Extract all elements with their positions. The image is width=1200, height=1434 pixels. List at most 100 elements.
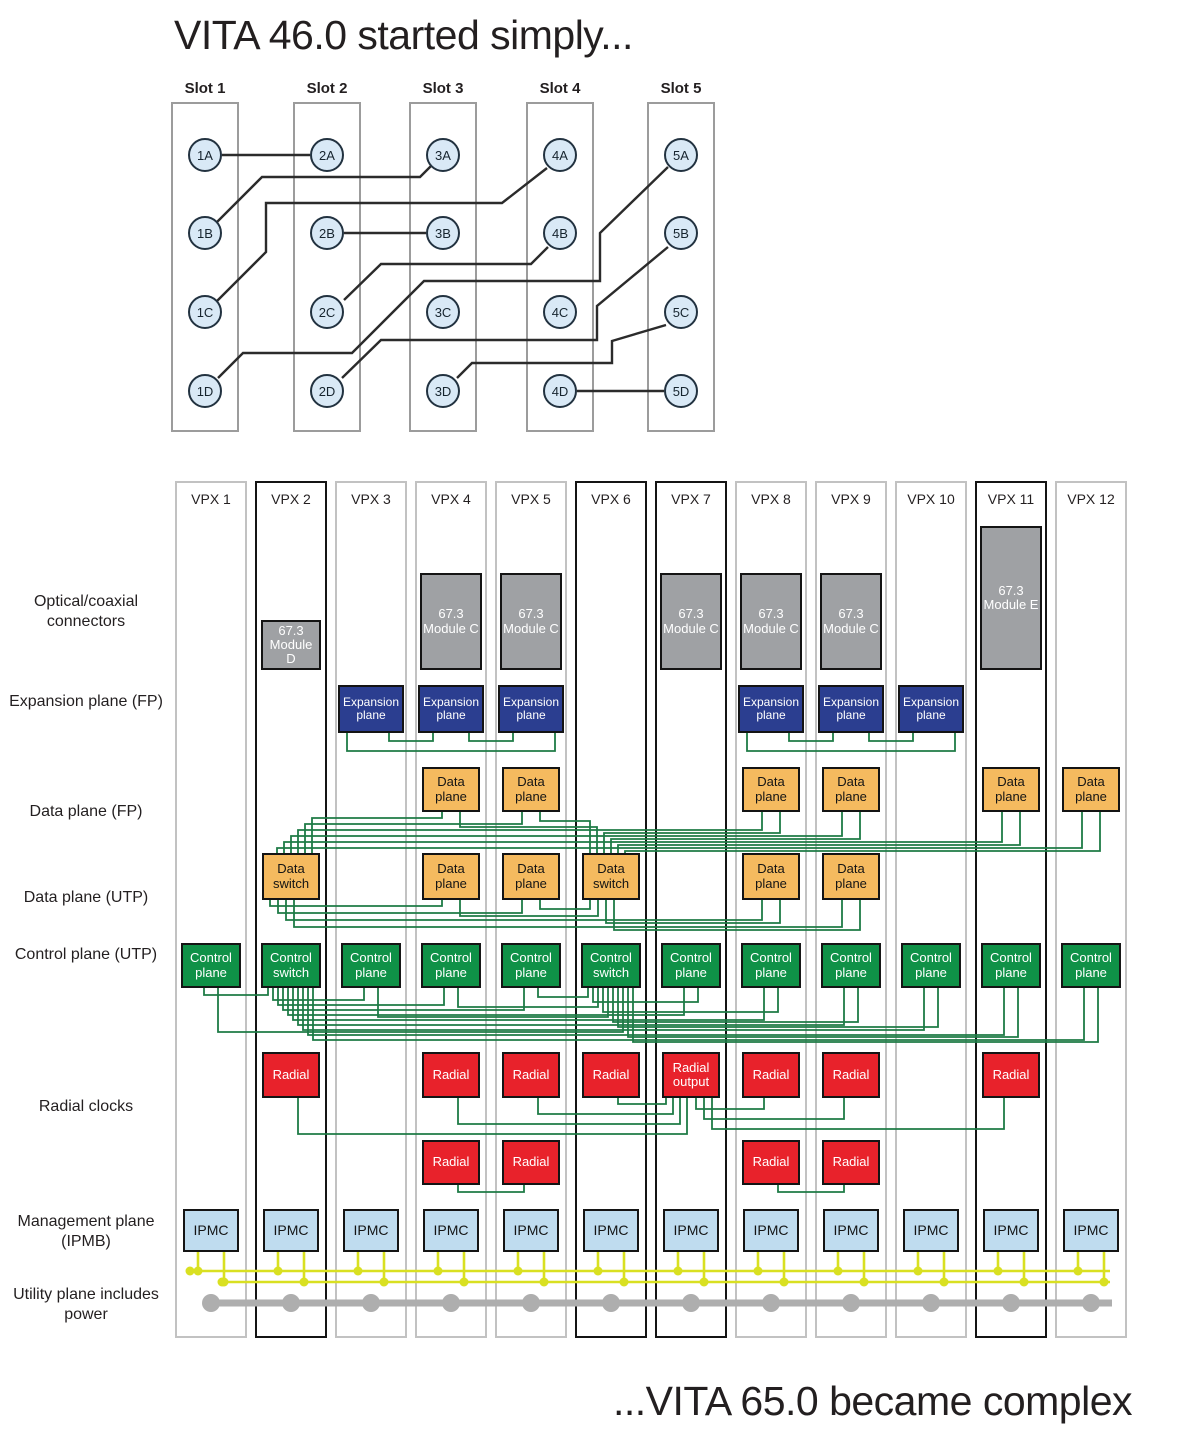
diagram-box-module: 67.3 Module C: [820, 573, 882, 670]
row-label: Data plane (UTP): [23, 889, 149, 906]
connector-node: 3D: [426, 374, 460, 408]
diagram-box-radial: Radial: [502, 1052, 560, 1098]
diagram-box-control: Control plane: [501, 943, 561, 988]
diagram-box-data: Data plane: [822, 767, 880, 812]
connector-node: 2A: [310, 138, 344, 172]
connector-node: 1C: [188, 295, 222, 329]
diagram-box-ipmc: IPMC: [583, 1209, 639, 1252]
control-link: [377, 988, 609, 1018]
diagram-box-module: 67.3 Module C: [500, 573, 562, 670]
diagram-box-ipmc: IPMC: [423, 1209, 479, 1252]
diagram-box-expansion: Expansion plane: [418, 685, 484, 733]
vpx-column-label: VPX 8: [751, 491, 791, 507]
slot-label: Slot 1: [184, 80, 226, 97]
diagram-box-radial: Radial: [822, 1052, 880, 1098]
diagram-box-radial: Radial: [262, 1052, 320, 1098]
row-label: Radial clocks: [38, 1098, 134, 1115]
diagram-box-data: Data plane: [742, 767, 800, 812]
connector-node: 5D: [664, 374, 698, 408]
row-label: Management plane (IPMB): [17, 1213, 155, 1250]
diagram-box-control: Control plane: [981, 943, 1041, 988]
diagram-box-ipmc: IPMC: [743, 1209, 799, 1252]
connector-node: 3A: [426, 138, 460, 172]
diagram-box-module: 67.3 Module C: [740, 573, 802, 670]
diagram-box-radial: Radial: [982, 1052, 1040, 1098]
diagram-box-ipmc: IPMC: [343, 1209, 399, 1252]
connector-node: 2D: [310, 374, 344, 408]
diagram-box-module: 67.3 Module E: [980, 526, 1042, 670]
connector-node: 3B: [426, 216, 460, 250]
row-label: Expansion plane (FP): [9, 693, 163, 710]
diagram-box-radial: Radial: [422, 1140, 480, 1185]
connector-node: 1A: [188, 138, 222, 172]
slot-label: Slot 3: [422, 80, 464, 97]
connector-node: 4D: [543, 374, 577, 408]
connector-node: 2B: [310, 216, 344, 250]
diagram-box-expansion: Expansion plane: [818, 685, 884, 733]
diagram-box-data: Data plane: [822, 853, 880, 900]
vpx-column-label: VPX 12: [1067, 491, 1115, 507]
diagram-box-data: Data plane: [982, 767, 1040, 812]
diagram-box-expansion: Expansion plane: [898, 685, 964, 733]
diagram-box-control: Control plane: [421, 943, 481, 988]
diagram-box-data: Data plane: [1062, 767, 1120, 812]
vpx-column-label: VPX 5: [511, 491, 551, 507]
vpx-column-label: VPX 9: [831, 491, 871, 507]
row-label: Data plane (FP): [29, 803, 143, 820]
slot-label: Slot 5: [660, 80, 702, 97]
slot-label: Slot 2: [306, 80, 348, 97]
connector-node: 4A: [543, 138, 577, 172]
diagram-box-control: Control plane: [1061, 943, 1121, 988]
bottom-title: ...VITA 65.0 became complex: [613, 1378, 1133, 1424]
vpx-column-label: VPX 3: [351, 491, 391, 507]
slot-connection-2D-5B: [341, 246, 669, 379]
diagram-box-radial: Radial: [742, 1052, 800, 1098]
diagram-box-data: Data plane: [422, 767, 480, 812]
connector-node: 1B: [188, 216, 222, 250]
slot-label: Slot 4: [539, 80, 581, 97]
vpx-column-label: VPX 7: [671, 491, 711, 507]
diagram-box-control: Control plane: [661, 943, 721, 988]
vpx-column: [895, 481, 967, 1338]
diagram-box-module: 67.3 Module D: [261, 620, 321, 670]
connector-node: 5A: [664, 138, 698, 172]
connector-node: 4C: [543, 295, 577, 329]
diagram-box-ipmc: IPMC: [183, 1209, 239, 1252]
vpx-column: [1055, 481, 1127, 1338]
vpx-column-label: VPX 11: [987, 491, 1035, 507]
connector-node: 5B: [664, 216, 698, 250]
diagram-box-radial: Radial output: [662, 1052, 720, 1098]
diagram-box-data: Data plane: [742, 853, 800, 900]
diagram-box-ipmc: IPMC: [263, 1209, 319, 1252]
diagram-box-radial: Radial: [742, 1140, 800, 1185]
top-title: VITA 46.0 started simply...: [174, 12, 633, 58]
diagram-box-data: Data plane: [422, 853, 480, 900]
diagram-box-data: Data plane: [502, 767, 560, 812]
vpx-column-label: VPX 6: [591, 491, 631, 507]
diagram-box-radial: Radial: [582, 1052, 640, 1098]
connector-node: 5C: [664, 295, 698, 329]
vpx-column-label: VPX 1: [191, 491, 231, 507]
vpx-column-label: VPX 2: [271, 491, 311, 507]
diagram-box-control: Control plane: [341, 943, 401, 988]
connector-node: 2C: [310, 295, 344, 329]
diagram-box-expansion: Expansion plane: [338, 685, 404, 733]
diagram-box-control: Control switch: [261, 943, 321, 988]
row-label: Optical/coaxial connectors: [33, 593, 139, 630]
diagram-box-control: Control plane: [741, 943, 801, 988]
diagram-box-radial: Radial: [822, 1140, 880, 1185]
diagram-box-control: Control plane: [821, 943, 881, 988]
diagram-box-module: 67.3 Module C: [660, 573, 722, 670]
diagram-box-radial: Radial: [422, 1052, 480, 1098]
connector-node: 3C: [426, 295, 460, 329]
row-label: Control plane (UTP): [14, 946, 158, 963]
diagram-box-control: Control plane: [181, 943, 241, 988]
diagram-box-expansion: Expansion plane: [738, 685, 804, 733]
diagram-box-expansion: Expansion plane: [498, 685, 564, 733]
vpx-column: [175, 481, 247, 1338]
vpx-column-label: VPX 10: [907, 491, 955, 507]
diagram-box-data: Data plane: [502, 853, 560, 900]
diagram-box-ipmc: IPMC: [663, 1209, 719, 1252]
diagram-box-data: Data switch: [582, 853, 640, 900]
slot-connection-1C-4A: [216, 167, 548, 302]
